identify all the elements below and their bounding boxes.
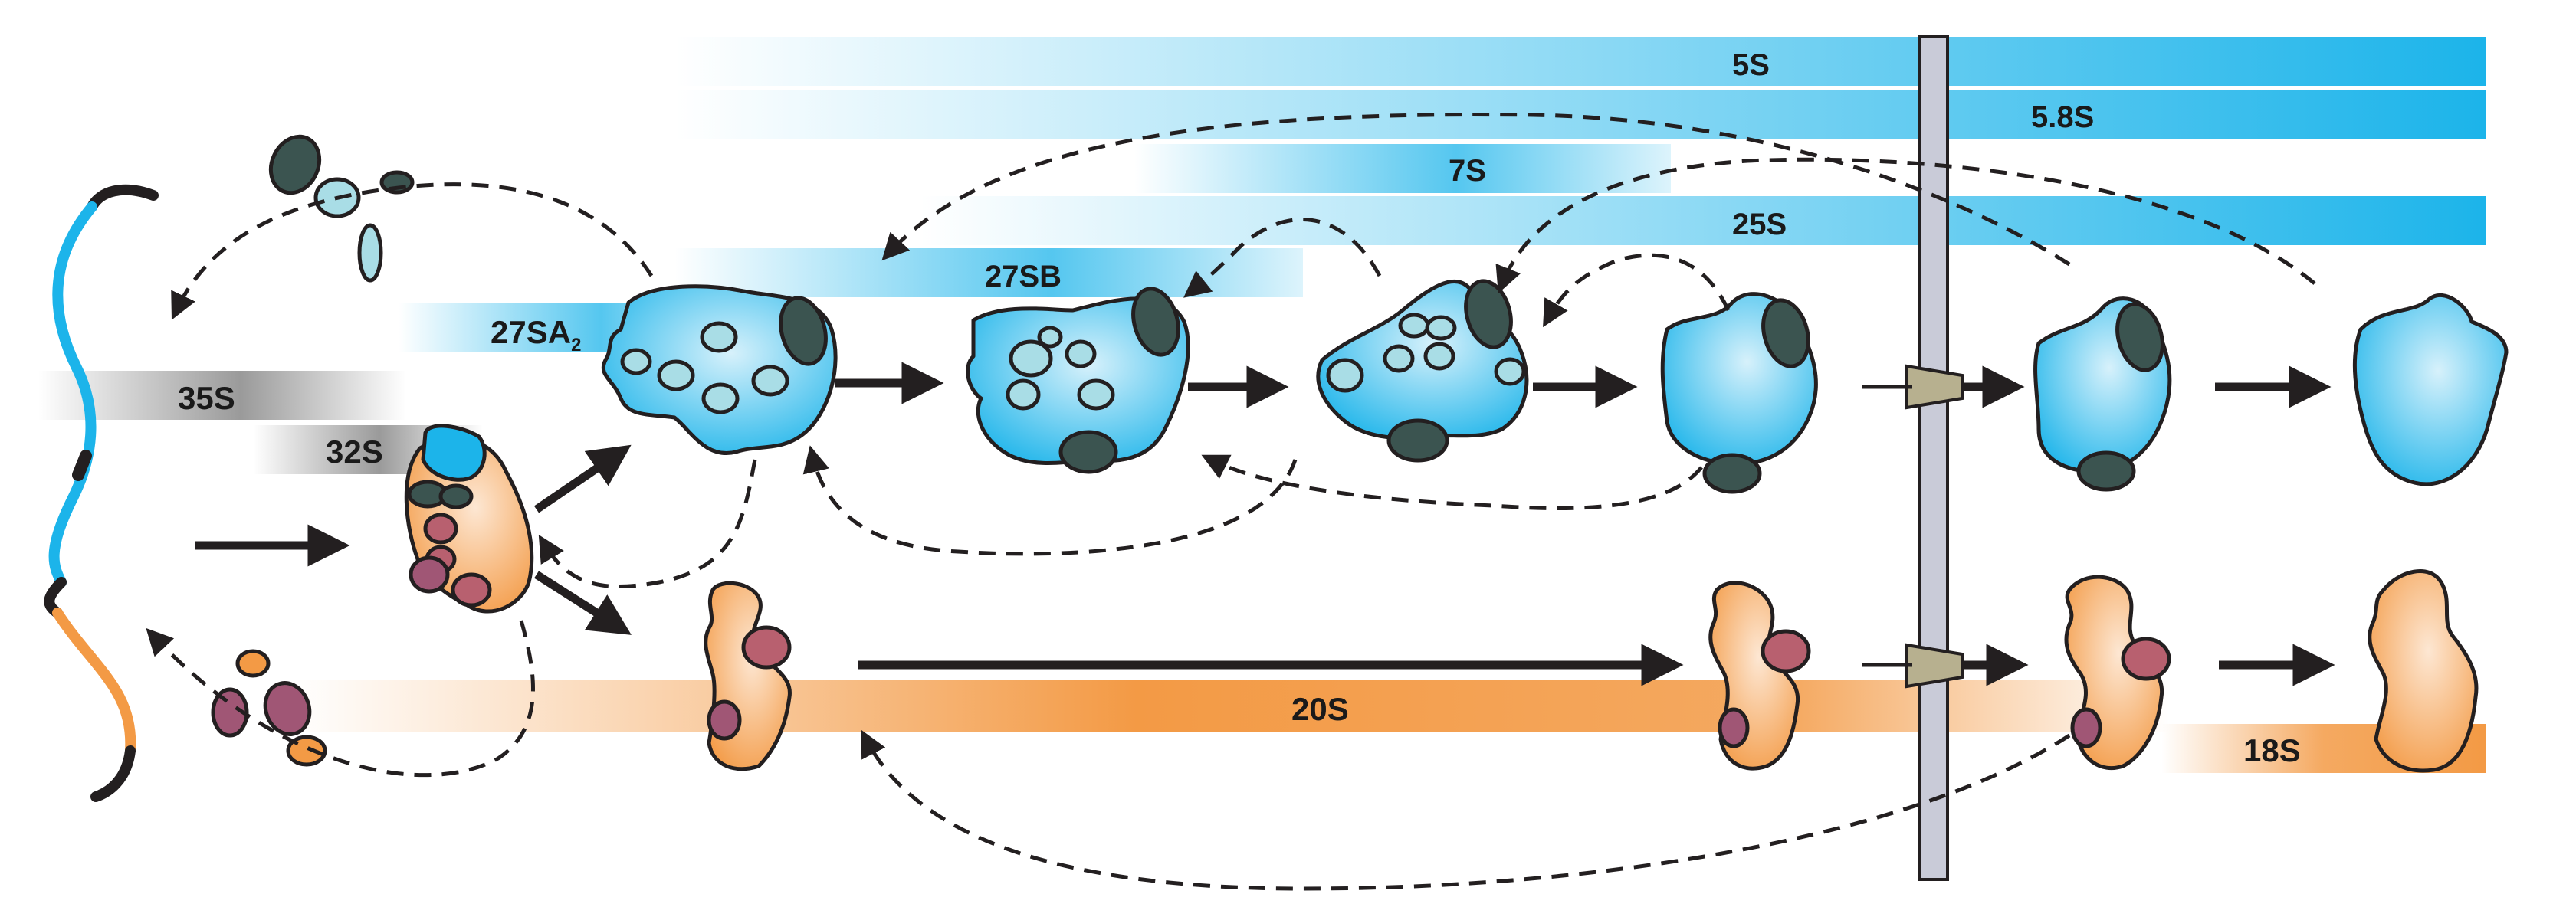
recycle-to-35s-top [171, 182, 654, 320]
pre-40s-cytoplasmic [2064, 575, 2171, 771]
rrna-bars: 5S 5.8S 7S 25S 27SB 27SA2 35S 32S 20S 18… [38, 37, 2486, 773]
export-receptor-icon [1905, 364, 1964, 689]
mature-40s-subunit [2368, 569, 2479, 773]
bar-20s [291, 680, 2169, 732]
label-27sa2-main: 27SA [491, 314, 571, 350]
bar-25s [920, 196, 2486, 245]
label-5-8s: 5.8S [2031, 100, 2094, 134]
recycle-to-35s-bottom [146, 620, 535, 778]
released-factors-lower [211, 649, 327, 767]
pre-60s-27sb [966, 287, 1190, 474]
recycle-late-to-7s [1543, 253, 1731, 328]
recycle-mature-to-7s [1495, 157, 2316, 293]
bar-5s [674, 37, 2486, 86]
pre-60s-nuclear-late [1660, 292, 1818, 494]
label-32s: 32S [326, 434, 383, 470]
label-18s: 18S [2243, 732, 2301, 768]
label-35s: 35S [178, 380, 235, 416]
recycle-ssu-cyto-to-20s [861, 729, 2071, 891]
label-27sa2: 27SA2 [491, 314, 581, 355]
bar-5-8s [674, 90, 2486, 139]
label-20s: 20S [1291, 691, 1349, 727]
label-27sa2-subscript: 2 [571, 335, 581, 355]
released-factors-upper [268, 134, 415, 283]
recycle-27sa2-loop [538, 459, 757, 588]
bar-7s [1134, 144, 1671, 193]
nuclear-envelope-bar [1918, 35, 1949, 881]
pre-60s-27sa2 [601, 284, 838, 456]
recycle-from-7s-to-27sa2 [802, 445, 1298, 556]
arrow-to-ssu [534, 571, 632, 635]
recycle-from-late-to-27sb [1201, 454, 1703, 510]
pre-40s-nuclear [704, 581, 792, 771]
pre-60s-cytoplasmic [2033, 296, 2172, 492]
label-25s: 25S [1732, 208, 1787, 241]
recycle-7s-to-27sb [1183, 218, 1382, 298]
maturation-arrows [195, 362, 2335, 686]
label-7s: 7S [1449, 154, 1486, 188]
pre-rrna-strand-icon [44, 184, 159, 802]
ssu-processome-particle [404, 424, 534, 614]
recycle-long-to-27sa2 [881, 113, 2071, 267]
label-5s: 5S [1732, 48, 1770, 82]
pre-40s-20s-late [1708, 581, 1811, 771]
label-27sb: 27SB [985, 260, 1062, 293]
recycling-arrows [146, 113, 2316, 891]
pre-60s-7s [1316, 279, 1529, 463]
bar-35s [38, 371, 406, 420]
arrow-to-lsu [533, 444, 632, 513]
mature-60s-subunit [2352, 293, 2509, 486]
